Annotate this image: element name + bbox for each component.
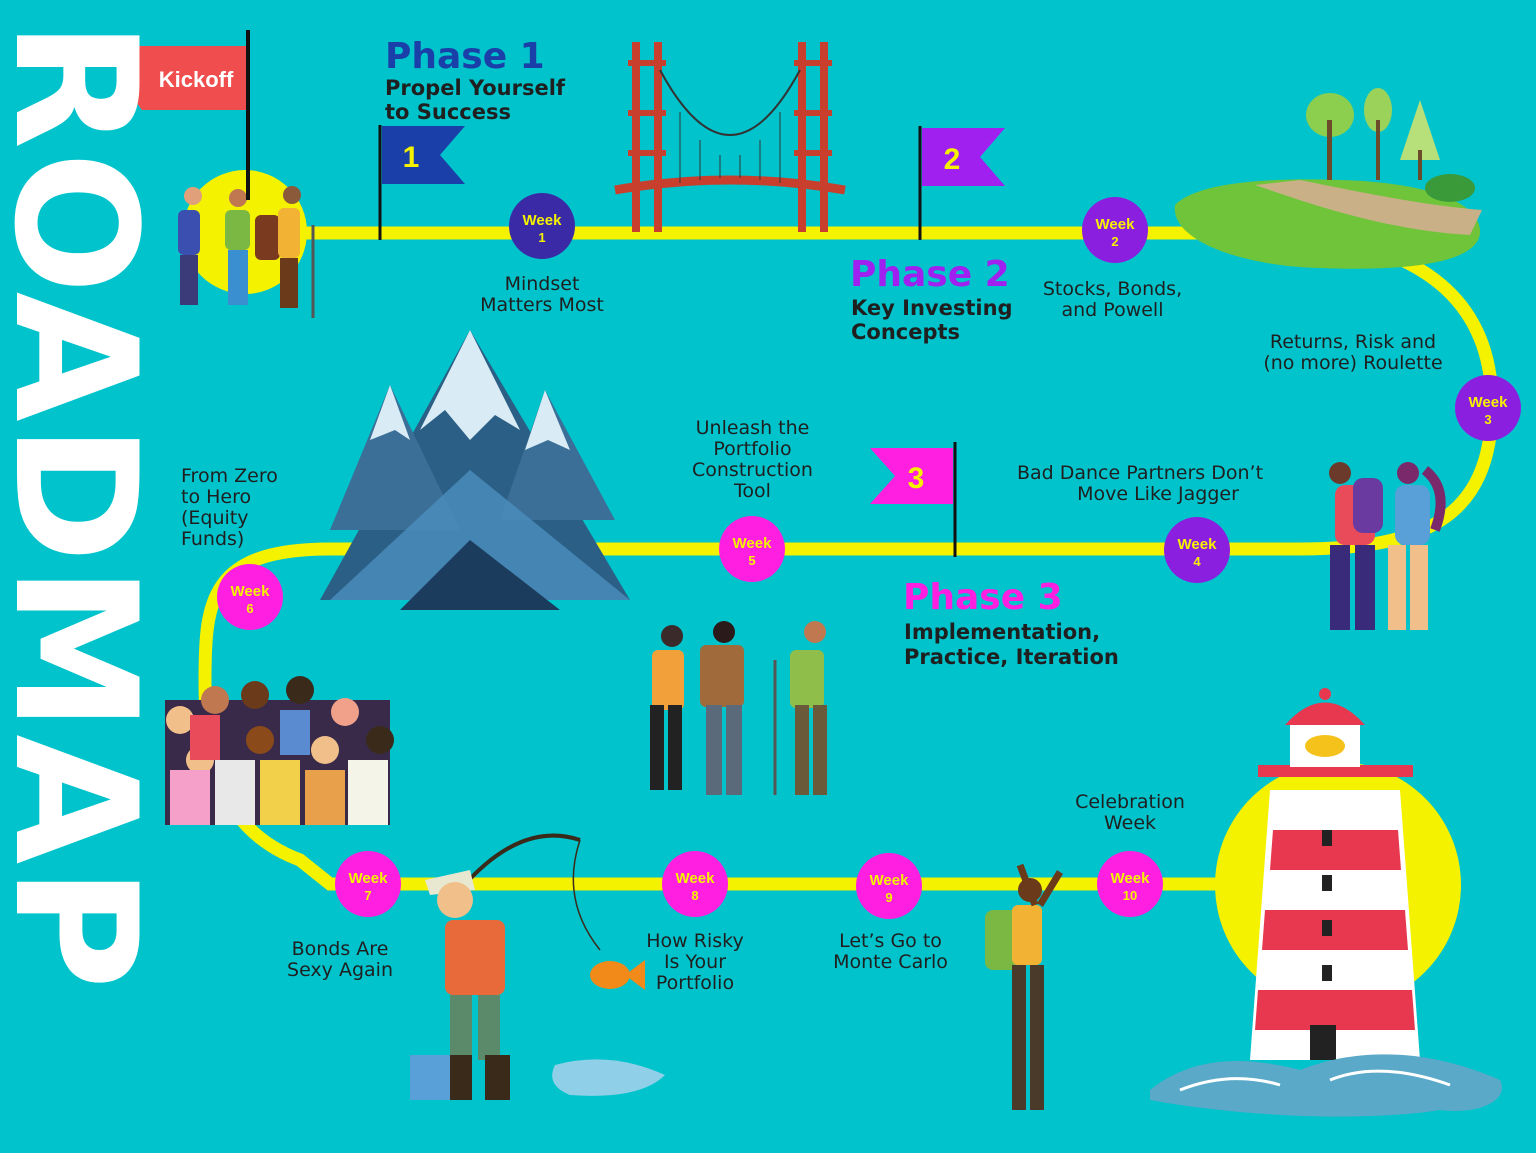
phase-3-line-1: Implementation, [904, 620, 1101, 644]
week-4-number: 4 [1193, 554, 1201, 569]
phase-2-number: 2 [944, 143, 961, 176]
phase-3-number: 3 [908, 462, 925, 495]
backpackers-icon [650, 621, 827, 795]
phase-2-flag: 2 [918, 126, 1005, 240]
park-icon [1174, 88, 1482, 269]
week-6-number: 6 [246, 601, 253, 616]
week-1-number: 1 [538, 230, 545, 245]
phase-1-title: Phase 1 [385, 36, 545, 77]
week-5-number: 5 [748, 553, 755, 568]
kickoff-flag: Kickoff [118, 30, 250, 200]
week-7-description: Bonds Are Sexy Again [287, 938, 393, 981]
week-2-label: Week [1096, 216, 1136, 233]
phase-3-title: Phase 3 [903, 577, 1063, 618]
week-marker-9: Week 9 [856, 853, 922, 919]
week-1-description: Mindset Matters Most [480, 273, 604, 316]
kickoff-label: Kickoff [159, 67, 234, 92]
climber-icon [985, 863, 1063, 1110]
week-3-number: 3 [1484, 412, 1491, 427]
phase-2-title: Phase 2 [850, 254, 1010, 295]
week-8-label: Week [676, 870, 716, 887]
crowd-icon [165, 676, 394, 825]
week-marker-6: Week 6 [217, 564, 283, 630]
phase-1-line-1: Propel Yourself [385, 76, 566, 100]
week-8-number: 8 [691, 888, 698, 903]
week-1-label: Week [523, 212, 563, 229]
week-marker-1: Week 1 [509, 193, 575, 259]
week-6-description: From Zero to Hero (Equity Funds) [181, 465, 278, 550]
week-2-description: Stocks, Bonds, and Powell [1042, 278, 1183, 321]
week-marker-2: Week 2 [1082, 197, 1148, 263]
phase-2-line-1: Key Investing [851, 296, 1013, 320]
week-8-description: How Risky Is Your Portfolio [646, 930, 744, 994]
week-3-label: Week [1469, 394, 1509, 411]
phase-3-line-2: Practice, Iteration [904, 645, 1119, 669]
week-7-label: Week [349, 870, 389, 887]
hikers-icon [178, 170, 315, 318]
bridge-icon [614, 42, 846, 232]
week-9-description: Let’s Go to Monte Carlo [833, 930, 948, 973]
week-marker-8: Week 8 [662, 851, 728, 917]
week-3-description: Returns, Risk and (no more) Roulette [1263, 331, 1443, 374]
week-marker-10: Week 10 [1097, 851, 1163, 917]
week-4-description: Bad Dance Partners Don’t Move Like Jagge… [1016, 462, 1264, 505]
fisherman-icon [410, 833, 665, 1100]
lighthouse-icon [1150, 688, 1502, 1117]
week-9-number: 9 [885, 890, 892, 905]
week-marker-5: Week 5 [719, 516, 785, 582]
week-4-label: Week [1178, 536, 1218, 553]
week-marker-4: Week 4 [1164, 517, 1230, 583]
week-5-label: Week [733, 535, 773, 552]
phase-3-flag: 3 [870, 442, 957, 557]
week-5-description: Unleash the Portfolio Construction Tool [692, 417, 813, 502]
phase-2-line-2: Concepts [851, 320, 961, 344]
week-10-number: 10 [1123, 888, 1137, 903]
week-marker-7: Week 7 [335, 851, 401, 917]
mountain-icon [320, 330, 630, 610]
week-6-label: Week [231, 583, 271, 600]
phase-1-line-2: to Success [385, 100, 511, 124]
roadmap-title: ROADMAP [0, 20, 173, 992]
week-7-number: 7 [364, 888, 371, 903]
week-2-number: 2 [1111, 234, 1118, 249]
week-9-label: Week [870, 872, 910, 889]
binocular-hikers-icon [1329, 462, 1446, 630]
week-10-description: Celebration Week [1075, 791, 1185, 834]
phase-1-number: 1 [403, 141, 420, 174]
week-marker-3: Week 3 [1455, 375, 1521, 441]
phase-1-flag: 1 [378, 125, 465, 240]
week-10-label: Week [1111, 870, 1151, 887]
